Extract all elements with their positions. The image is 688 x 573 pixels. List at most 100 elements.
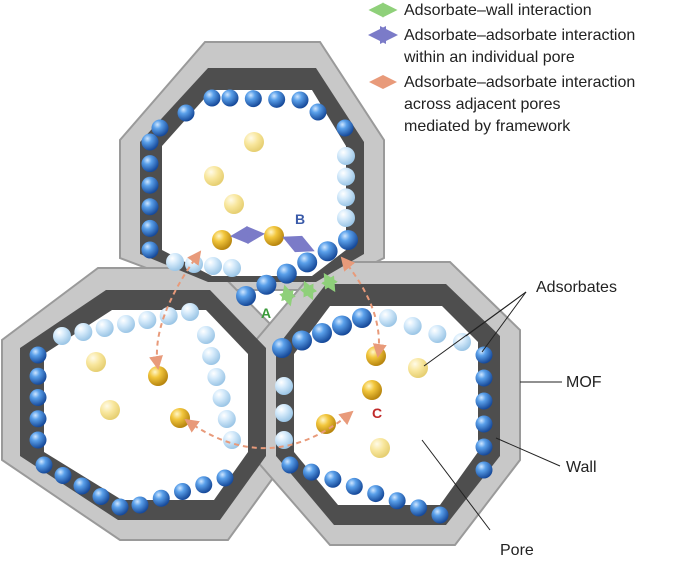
- adsorbate-faint: [370, 438, 390, 458]
- wall-sphere-faint: [223, 259, 241, 277]
- wall-sphere: [141, 176, 159, 194]
- label-adsorbates: Adsorbates: [536, 279, 617, 296]
- wall-sphere: [29, 346, 47, 364]
- wall-sphere: [236, 286, 256, 306]
- wall-sphere: [92, 488, 110, 505]
- wall-sphere-faint: [207, 368, 226, 386]
- wall-sphere: [141, 155, 159, 173]
- wall-sphere-faint: [202, 347, 221, 365]
- wall-sphere: [276, 263, 297, 284]
- wall-sphere: [131, 496, 149, 514]
- wall-sphere-faint: [337, 167, 355, 186]
- wall-sphere: [29, 431, 47, 449]
- wall-sphere: [174, 483, 191, 500]
- adsorbate: [316, 414, 336, 434]
- wall-sphere: [297, 252, 318, 273]
- legend-within-text-2: within an individual pore: [403, 49, 575, 66]
- wall-sphere-faint: [159, 307, 178, 325]
- wall-sphere-faint: [337, 147, 355, 165]
- legend: Adsorbate–wall interaction Adsorbate–ads…: [368, 2, 635, 135]
- within-pore-arrow-2: [282, 235, 315, 253]
- wall-sphere: [244, 90, 262, 108]
- label-c: C: [372, 405, 382, 421]
- wall-sphere-faint: [275, 404, 293, 422]
- label-pore: Pore: [500, 542, 534, 559]
- wall-sphere-faint: [204, 257, 222, 275]
- wall-sphere-faint: [166, 253, 184, 271]
- wall-sphere-faint: [117, 315, 135, 333]
- across-pore-arrow-right: [340, 256, 387, 358]
- adsorbate-faint: [204, 166, 224, 186]
- wall-sphere: [54, 467, 72, 484]
- wall-sphere: [367, 485, 385, 503]
- wall-sphere: [291, 91, 309, 109]
- wall-sphere: [29, 410, 47, 428]
- wall-sphere: [256, 274, 277, 295]
- wall-sphere-faint: [138, 311, 157, 329]
- wall-sphere: [431, 506, 449, 524]
- wall-sphere: [352, 308, 372, 328]
- wall-sphere-faint: [428, 325, 447, 343]
- wall-arrow-3: [321, 272, 338, 293]
- wall-sphere: [302, 463, 320, 481]
- label-mof: MOF: [566, 374, 602, 391]
- adsorbate-faint: [244, 132, 264, 152]
- wall-sphere-faint: [212, 389, 231, 407]
- wall-sphere-faint: [223, 431, 241, 449]
- adsorbate-faint: [86, 352, 106, 372]
- wall-sphere: [317, 241, 338, 262]
- wall-sphere-faint: [337, 188, 355, 207]
- wall-sphere: [475, 346, 493, 364]
- legend-wall-text: Adsorbate–wall interaction: [404, 2, 592, 19]
- adsorbate-faint: [408, 358, 428, 378]
- wall-sphere: [73, 477, 91, 495]
- legend-within-text-1: Adsorbate–adsorbate interaction: [404, 27, 635, 44]
- adsorbate: [366, 346, 386, 366]
- wall-sphere-faint: [275, 377, 293, 395]
- legend-across-text-1: Adsorbate–adsorbate interaction: [404, 74, 635, 91]
- adsorbate-callout-3: [481, 291, 527, 353]
- wall-sphere-faint: [181, 303, 199, 321]
- wall-sphere-faint: [217, 410, 236, 428]
- wall-sphere: [475, 461, 493, 479]
- interaction-arrows: [149, 225, 387, 449]
- adsorbate: [264, 226, 284, 246]
- wall-sphere: [272, 338, 292, 358]
- within-pore-arrow-1: [230, 225, 265, 245]
- label-a: A: [261, 305, 271, 321]
- pore-right: [294, 306, 478, 505]
- wall-sphere: [338, 230, 358, 250]
- pore-top: [162, 90, 346, 276]
- wall-sphere: [203, 89, 221, 107]
- wall-sphere: [141, 219, 159, 237]
- wall-sphere-faint: [453, 333, 471, 351]
- wall-sphere: [475, 415, 493, 433]
- wall-sphere: [141, 198, 159, 216]
- wall-sphere: [324, 470, 342, 488]
- wall-sphere-faint: [95, 319, 114, 337]
- wall-sphere-faint: [53, 327, 71, 345]
- mof-framework: [1, 41, 521, 546]
- wall-sphere: [268, 90, 286, 108]
- across-pore-arrow-bottom: [184, 410, 354, 449]
- wall-sphere: [312, 323, 332, 343]
- adsorbate-faint: [100, 400, 120, 420]
- wall-sphere: [195, 476, 213, 494]
- wall-sphere: [475, 392, 493, 410]
- wall-sphere: [35, 456, 53, 474]
- legend-across-text-3: mediated by framework: [404, 118, 571, 135]
- across-pore-arrow-left: [149, 250, 202, 370]
- wall-sphere: [152, 489, 170, 507]
- wall-sphere: [216, 469, 234, 487]
- wall-sphere: [141, 241, 159, 259]
- adsorbate-callout-2: [465, 291, 527, 337]
- wall-sphere: [292, 330, 312, 351]
- wall-sphere: [336, 119, 354, 137]
- wall-sphere-faint: [337, 209, 355, 227]
- adsorbate: [170, 408, 190, 428]
- wall-sphere-faint: [74, 323, 93, 341]
- wall-sphere-faint: [197, 326, 215, 344]
- wall-arrow-1: [279, 284, 296, 307]
- callout-lines: [421, 291, 562, 531]
